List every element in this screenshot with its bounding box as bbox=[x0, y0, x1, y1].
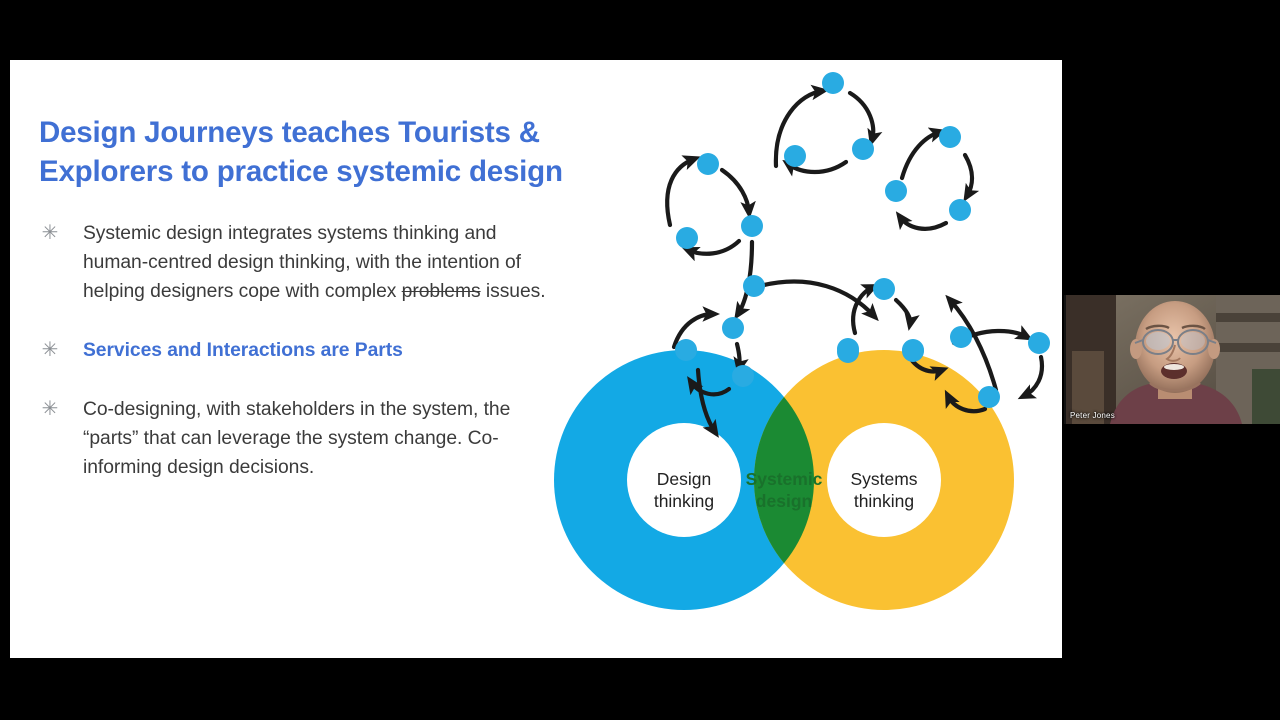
list-item-text: Co-designing, with stakeholders in the s… bbox=[83, 398, 511, 478]
venn-label-line: thinking bbox=[853, 491, 915, 512]
participant-name-label: Peter Jones bbox=[1070, 411, 1115, 420]
list-item-text: Services and Interactions are Parts bbox=[83, 339, 403, 361]
list-item: ✳ Co-designing, with stakeholders in the… bbox=[39, 396, 559, 483]
venn-label-line: Systems bbox=[850, 469, 918, 489]
network-arrows bbox=[665, 84, 1045, 438]
list-item-text: Systemic design integrates systems think… bbox=[83, 220, 559, 307]
systems-network-graphic bbox=[665, 72, 1050, 438]
participant-video-feed bbox=[1066, 295, 1280, 424]
bullet-segment: issues. bbox=[480, 280, 546, 302]
presentation-slide: Design Journeys teaches Tourists & Explo… bbox=[10, 60, 1062, 658]
bullet-segment: Systemic design integrates systems think… bbox=[83, 223, 521, 302]
list-item: ✳ Systemic design integrates systems thi… bbox=[39, 220, 559, 307]
bullet-list: ✳ Systemic design integrates systems thi… bbox=[39, 220, 559, 513]
venn-label-systems-thinking: Systems thinking bbox=[824, 468, 944, 513]
asterisk-bullet-icon: ✳ bbox=[41, 395, 59, 420]
asterisk-bullet-icon: ✳ bbox=[41, 220, 59, 244]
list-item: ✳ Services and Interactions are Parts bbox=[39, 337, 559, 366]
asterisk-bullet-icon: ✳ bbox=[41, 336, 59, 361]
venn-label-line: Systemic bbox=[745, 469, 823, 489]
venn-label-line: design bbox=[755, 491, 813, 512]
network-nodes bbox=[675, 72, 1050, 408]
venn-label-line: Design bbox=[656, 469, 712, 489]
page-title: Design Journeys teaches Tourists & Explo… bbox=[39, 115, 563, 188]
venn-label-line: thinking bbox=[653, 491, 715, 512]
venn-label-systemic-design: Systemic design bbox=[734, 468, 834, 513]
venn-label-design-thinking: Design thinking bbox=[624, 468, 744, 513]
participant-video-tile[interactable]: Peter Jones bbox=[1064, 295, 1280, 424]
bullet-segment-strikethrough: problems bbox=[401, 280, 481, 302]
